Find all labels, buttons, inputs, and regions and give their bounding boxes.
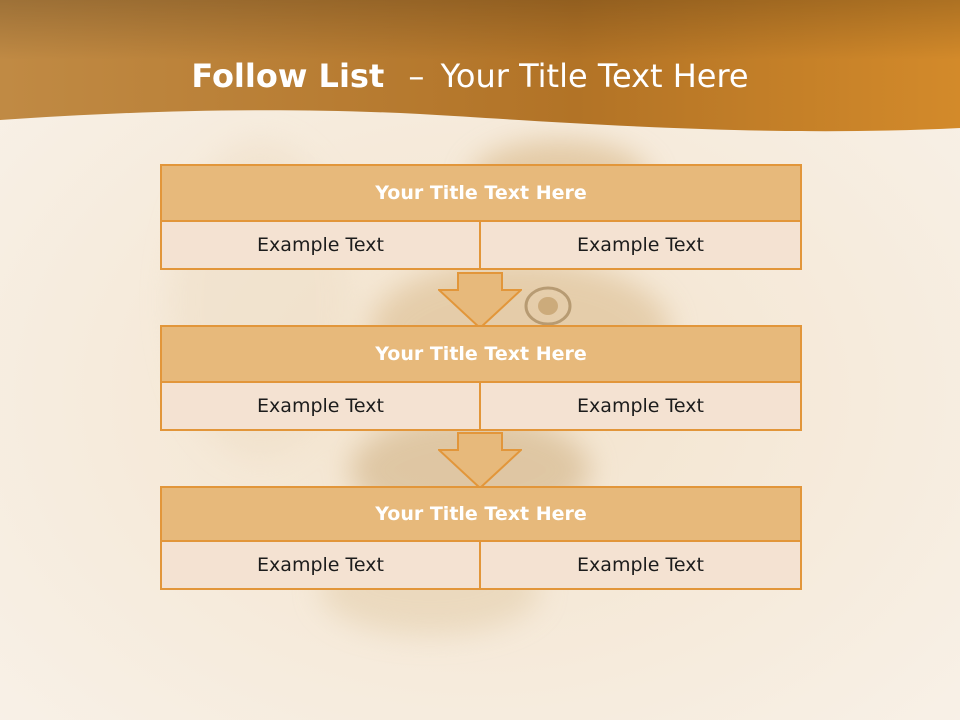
- step-block-3: Your Title Text Here Example Text Exampl…: [160, 486, 802, 590]
- step-block-2: Your Title Text Here Example Text Exampl…: [160, 325, 802, 431]
- step-cell-right: Example Text: [481, 222, 802, 270]
- step-title: Your Title Text Here: [160, 164, 802, 222]
- down-arrow-icon: [438, 432, 522, 490]
- step-cell-right: Example Text: [481, 383, 802, 431]
- slide-title: Follow List – Your Title Text Here: [0, 56, 940, 96]
- step-block-1: Your Title Text Here Example Text Exampl…: [160, 164, 802, 270]
- down-arrow-icon: [438, 272, 522, 330]
- step-cell-left: Example Text: [160, 222, 481, 270]
- step-cell-left: Example Text: [160, 542, 481, 590]
- slide-title-bold: Follow List: [191, 57, 385, 95]
- step-cell-right: Example Text: [481, 542, 802, 590]
- step-cell-left: Example Text: [160, 383, 481, 431]
- header-band: [0, 0, 960, 132]
- slide-title-separator: –: [408, 57, 425, 95]
- step-title: Your Title Text Here: [160, 325, 802, 383]
- slide-title-rest: Your Title Text Here: [440, 57, 749, 95]
- step-title: Your Title Text Here: [160, 486, 802, 542]
